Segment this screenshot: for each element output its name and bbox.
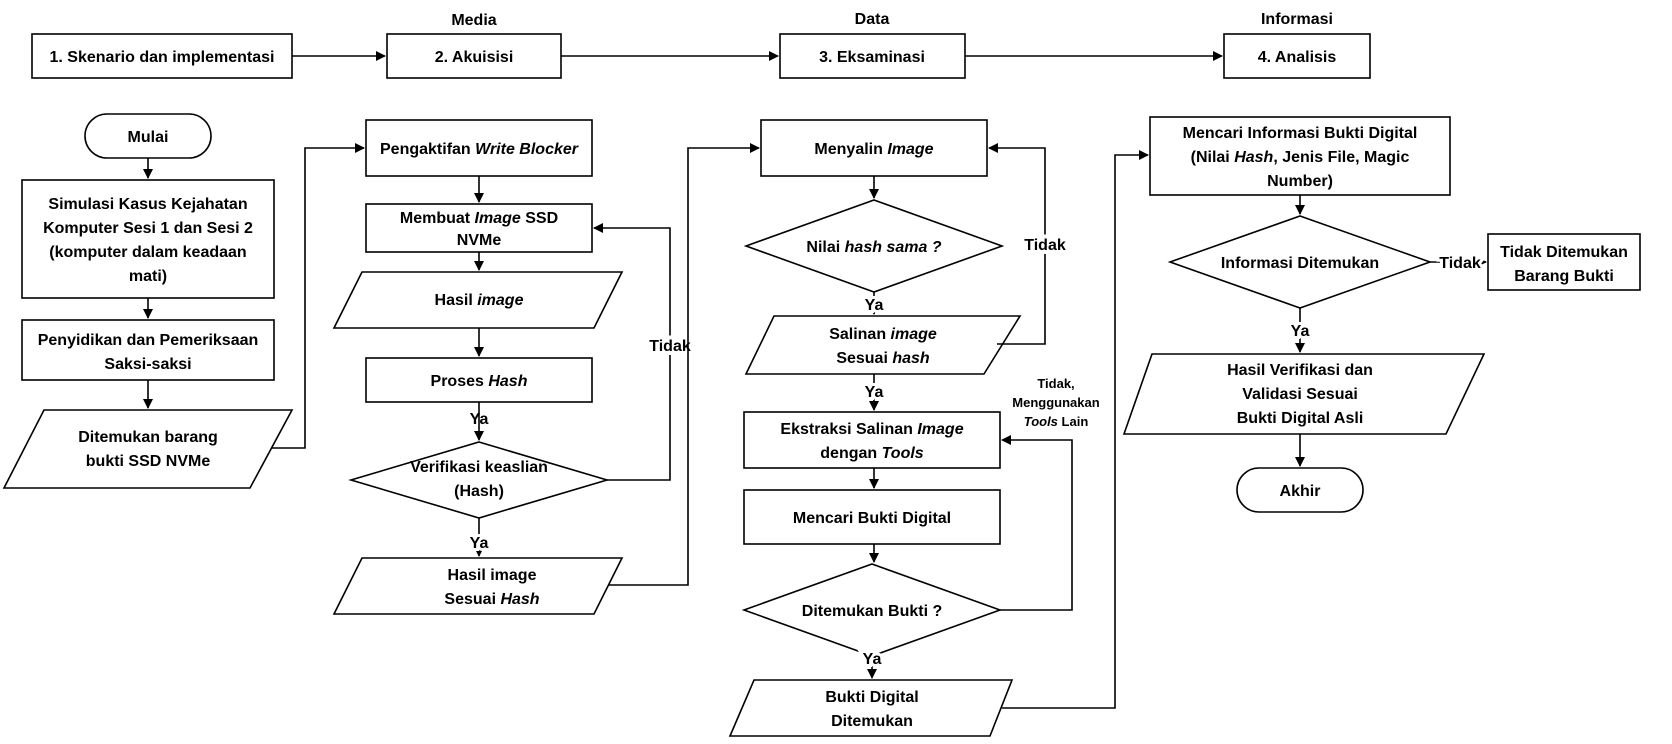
digital-evidence-line-2: Ditemukan	[831, 713, 913, 730]
stage-3-label: 3. Eksaminasi	[819, 49, 925, 66]
extract-line-1: Ekstraksi Salinan Image	[780, 421, 963, 438]
copy-ok-data	[744, 315, 1022, 375]
extract-line-2: dengan Tools	[820, 445, 924, 462]
make-image-box	[365, 203, 593, 253]
write-blocker-label: Pengaktifan Write Blocker	[380, 141, 579, 158]
c3-tidak: Tidak	[1024, 237, 1066, 254]
evidence-found-line-2: bukti SSD NVMe	[86, 453, 211, 470]
stage-2-label: 2. Akuisisi	[435, 49, 514, 66]
image-result-label: Hasil image	[435, 292, 524, 309]
stage-2-box	[386, 33, 562, 79]
c3-to-c4-connector	[1002, 150, 1149, 709]
media-label: Media	[451, 12, 496, 29]
search-info-box	[1149, 116, 1451, 196]
hash-process-label: Proses Hash	[431, 373, 528, 390]
copy-ok-line-2: Sesuai hash	[836, 350, 930, 367]
image-result-data	[332, 271, 624, 329]
stage-3-box	[779, 33, 966, 79]
evidence-found-line-1: Ditemukan barang	[78, 429, 218, 446]
c1-to-c2-connector	[271, 143, 365, 449]
c3-tools-loop	[1000, 435, 1073, 611]
not-found-line-2: Barang Bukti	[1514, 268, 1614, 285]
c3-ya-3: Ya	[863, 651, 882, 668]
stage-1-box	[31, 33, 293, 79]
simulation-line-2: Komputer Sesi 1 dan Sesi 2	[43, 220, 253, 237]
write-blocker-box	[365, 119, 593, 177]
c2-to-c3-connector	[608, 143, 760, 586]
make-image-line-2: NVMe	[457, 232, 502, 249]
search-info-line-3: Number)	[1267, 173, 1333, 190]
copy-image-label: Menyalin Image	[814, 141, 933, 158]
verify-decision	[348, 441, 610, 519]
c3-ya-1: Ya	[865, 297, 884, 314]
simulation-line-1: Simulasi Kasus Kejahatan	[48, 196, 247, 213]
verify-line-2: (Hash)	[454, 483, 504, 500]
copy-image-box	[760, 119, 988, 177]
make-image-line-1: Membuat Image SSD	[400, 210, 558, 227]
note-line-1: Tidak,	[1037, 376, 1074, 391]
image-verified-line-1: Hasil image	[448, 567, 537, 584]
not-found-line-1: Tidak Ditemukan	[1500, 244, 1628, 261]
simulation-line-3: (komputer dalam keadaan	[49, 244, 246, 261]
verify-line-1: Verifikasi keaslian	[410, 459, 548, 476]
copy-ok-line-1: Salinan image	[829, 326, 937, 343]
c4-tidak: Tidak	[1439, 255, 1481, 272]
simulation-line-4: mati)	[129, 268, 167, 285]
digital-evidence-data	[728, 679, 1014, 737]
image-verified-line-2: Sesuai Hash	[444, 591, 539, 608]
data-label: Data	[855, 11, 890, 28]
c2-tidak-loop	[593, 223, 671, 481]
hash-process-box	[365, 357, 593, 403]
verified-line-1: Hasil Verifikasi dan	[1227, 362, 1373, 379]
verified-data	[1122, 353, 1486, 435]
info-found-label: Informasi Ditemukan	[1221, 255, 1379, 272]
c2-tidak: Tidak	[649, 338, 691, 355]
note-line-2: Menggunakan	[1012, 395, 1099, 410]
evidence-found-data	[2, 409, 294, 489]
c4-ya: Ya	[1291, 323, 1310, 340]
investigation-box	[21, 319, 275, 381]
end-label: Akhir	[1280, 483, 1321, 500]
investigation-line-1: Penyidikan dan Pemeriksaan	[38, 332, 259, 349]
verified-line-2: Validasi Sesuai	[1242, 386, 1358, 403]
informasi-label: Informasi	[1261, 11, 1333, 28]
stage-4-box	[1223, 33, 1371, 79]
search-evidence-label: Mencari Bukti Digital	[793, 510, 951, 527]
evidence-found-q-label: Ditemukan Bukti ?	[802, 603, 942, 620]
stage-4-label: 4. Analisis	[1258, 49, 1337, 66]
investigation-line-2: Saksi-saksi	[104, 356, 191, 373]
end-terminal	[1236, 467, 1364, 513]
image-verified-data	[332, 557, 624, 615]
c3-tidak-loop	[988, 143, 1046, 345]
c2-ya-1: Ya	[470, 411, 489, 428]
digital-evidence-line-1: Bukti Digital	[825, 689, 918, 706]
not-found-box	[1487, 233, 1641, 291]
start-label: Mulai	[128, 129, 169, 146]
search-evidence-box	[743, 489, 1001, 545]
search-info-line-1: Mencari Informasi Bukti Digital	[1183, 125, 1418, 142]
search-info-line-2: (Nilai Hash, Jenis File, Magic	[1191, 149, 1410, 166]
extract-image-box	[743, 411, 1001, 469]
c3-ya-2: Ya	[865, 384, 884, 401]
verified-line-3: Bukti Digital Asli	[1237, 410, 1364, 427]
stage-1-label: 1. Skenario dan implementasi	[50, 49, 275, 66]
simulation-box	[21, 179, 275, 299]
c2-ya-2: Ya	[470, 535, 489, 552]
note-line-3: Tools Lain	[1024, 414, 1089, 429]
hash-same-label: Nilai hash sama ?	[806, 239, 941, 256]
